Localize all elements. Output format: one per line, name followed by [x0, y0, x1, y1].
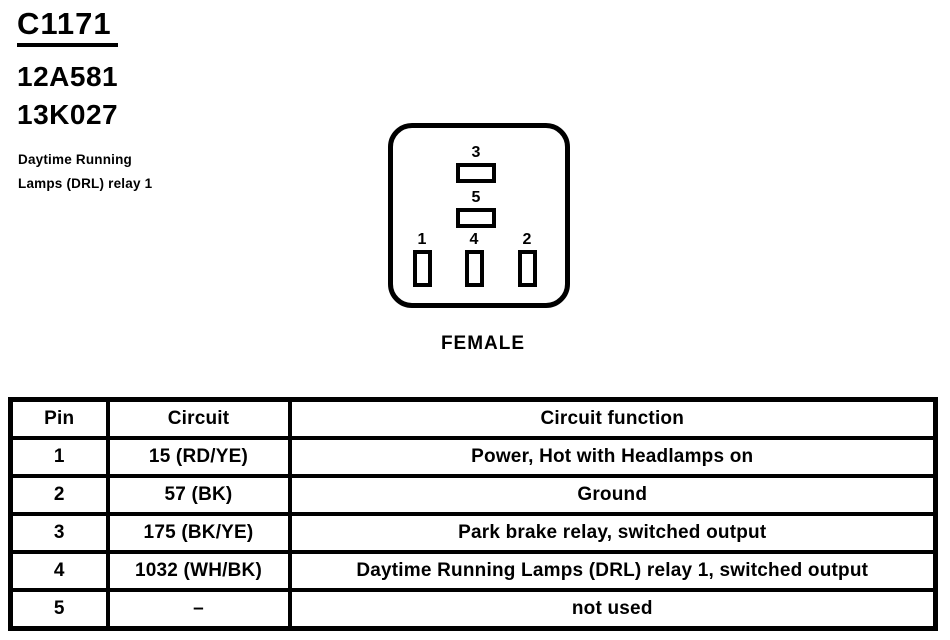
pin-cell: 3 [8, 512, 110, 554]
circuit-function-cell: not used [287, 588, 938, 631]
circuit-cell: 57 (BK) [105, 474, 292, 516]
connector-description-line-1: Daytime Running [18, 152, 133, 167]
circuit-cell: 15 (RD/YE) [105, 436, 292, 478]
pin-2-label: 2 [522, 231, 532, 248]
connector-description-line-2: Lamps (DRL) relay 1 [18, 176, 153, 191]
pin-1-group: 1 [405, 232, 439, 287]
circuit-cell: 1032 (WH/BK) [105, 550, 292, 592]
pin-5-label: 5 [471, 189, 481, 206]
pinout-table: Pin Circuit Circuit function 1 15 (RD/YE… [8, 397, 938, 631]
pin-1-label: 1 [417, 231, 427, 248]
circuit-cell: 175 (BK/YE) [105, 512, 292, 554]
circuit-cell: – [105, 588, 292, 631]
pin-2-slot [517, 250, 537, 287]
circuit-function-cell: Ground [287, 474, 938, 516]
pin-4-label: 4 [469, 231, 479, 248]
part-number-1: 12A581 [17, 61, 119, 92]
table-header-row: Pin Circuit Circuit function [8, 397, 938, 440]
pin-3-slot [456, 163, 496, 183]
pin-3-label: 3 [471, 144, 481, 161]
pin-cell: 2 [8, 474, 110, 516]
pin-1-slot [412, 250, 432, 287]
pin-cell: 4 [8, 550, 110, 592]
pin-cell: 1 [8, 436, 110, 478]
pin-3-group: 3 [452, 145, 500, 183]
pin-4-group: 4 [457, 232, 491, 287]
connector-id-title: C1171 [17, 7, 118, 47]
circuit-function-column-header: Circuit function [287, 397, 938, 440]
circuit-column-header: Circuit [105, 397, 292, 440]
pin-5-group: 5 [452, 190, 500, 228]
pin-cell: 5 [8, 588, 110, 631]
table-row-pin-3: 3 175 (BK/YE) Park brake relay, switched… [8, 512, 938, 554]
pin-column-header: Pin [8, 397, 110, 440]
table-row-pin-4: 4 1032 (WH/BK) Daytime Running Lamps (DR… [8, 550, 938, 592]
connector-description: Daytime Running Lamps (DRL) relay 1 [18, 148, 152, 196]
part-number-2: 13K027 [17, 99, 119, 130]
pin-4-slot [464, 250, 484, 287]
circuit-function-cell: Park brake relay, switched output [287, 512, 938, 554]
table-row-pin-1: 1 15 (RD/YE) Power, Hot with Headlamps o… [8, 436, 938, 478]
circuit-function-cell: Daytime Running Lamps (DRL) relay 1, swi… [287, 550, 938, 592]
connector-gender-label: FEMALE [440, 333, 526, 354]
pin-5-slot [456, 208, 496, 228]
connector-face-diagram: 3 5 1 4 2 [388, 123, 570, 308]
table-row-pin-2: 2 57 (BK) Ground [8, 474, 938, 516]
circuit-function-cell: Power, Hot with Headlamps on [287, 436, 938, 478]
pin-2-group: 2 [510, 232, 544, 287]
table-row-pin-5: 5 – not used [8, 588, 938, 631]
